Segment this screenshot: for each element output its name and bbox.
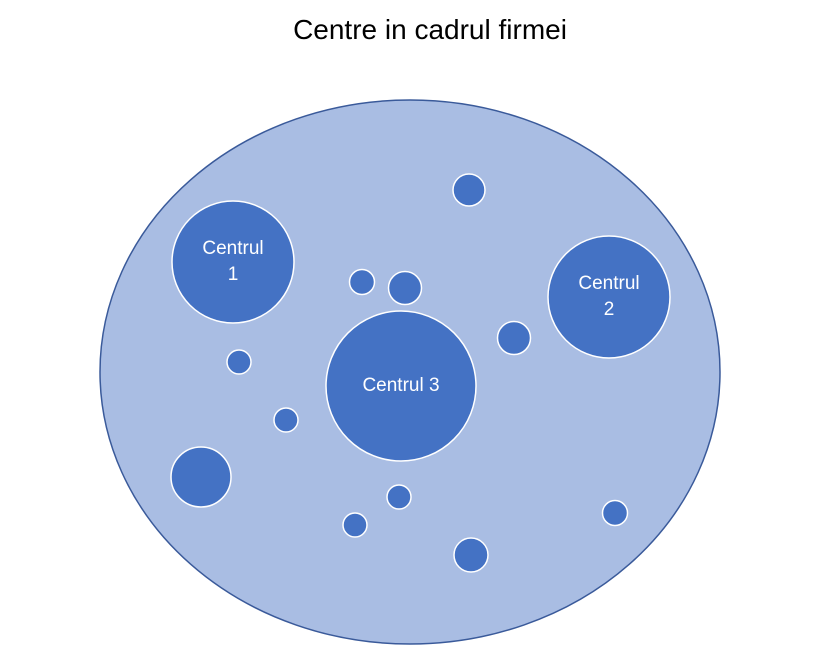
center-node-2: Centrul 2: [547, 235, 671, 359]
center-node-3: Centrul 3: [325, 310, 477, 462]
small-circles: [170, 173, 629, 573]
center-1-label-line-1: Centrul: [202, 238, 263, 259]
small-circle: [342, 512, 368, 538]
center-3-label: Centrul 3: [362, 375, 439, 396]
small-circle: [226, 349, 252, 375]
small-circle: [386, 484, 412, 510]
small-circle: [601, 499, 629, 527]
center-2-label-line-2: 2: [604, 299, 615, 320]
center-2-label-line-1: Centrul: [578, 273, 639, 294]
center-1-label-line-2: 1: [228, 264, 239, 285]
diagram-title: Centre in cadrul firmei: [293, 14, 567, 45]
small-circle: [387, 270, 423, 306]
small-circle: [273, 407, 299, 433]
small-circle: [453, 537, 489, 573]
small-circle: [496, 320, 532, 356]
small-circle: [348, 268, 376, 296]
small-circle: [170, 446, 232, 508]
small-circle: [452, 173, 486, 207]
center-node-1: Centrul 1: [171, 200, 295, 324]
